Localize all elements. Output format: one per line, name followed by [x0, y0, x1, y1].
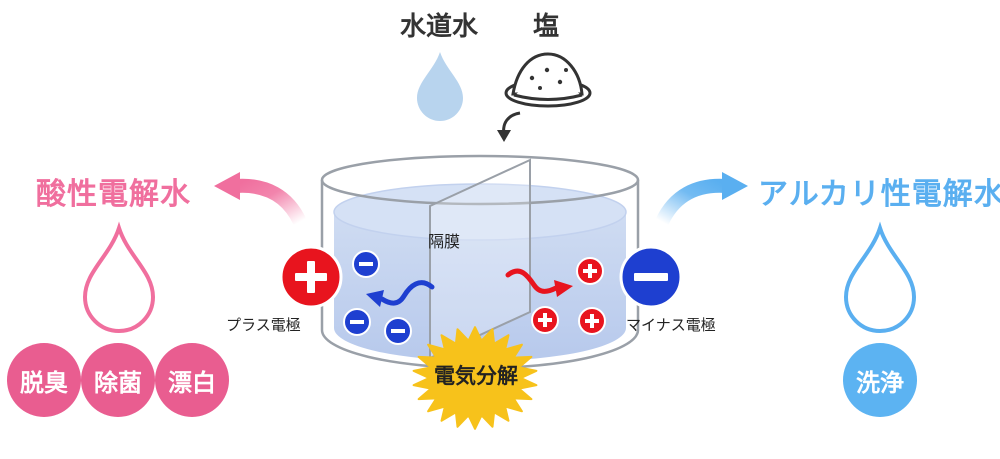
bleach-badge: 漂白 — [155, 343, 229, 417]
bleach-label: 漂白 — [168, 368, 216, 397]
sterilize-label: 除菌 — [94, 368, 142, 397]
electrolysis-burst — [412, 326, 538, 430]
wash-badge: 洗浄 — [843, 343, 917, 417]
alkaline-water-title: アルカリ性電解水 — [758, 177, 1000, 212]
plus-electrode-label: プラス電極 — [226, 316, 301, 334]
sterilize-badge: 除菌 — [81, 343, 155, 417]
acidic-output-arrow — [214, 172, 307, 226]
plus-electrode — [279, 245, 343, 309]
minus-electrode-label: マイナス電極 — [626, 316, 716, 334]
acidic-water-title: 酸性電解水 — [36, 177, 191, 212]
ions — [343, 250, 606, 345]
anion-flow-arrow — [366, 280, 435, 307]
cation-flow-arrow — [505, 268, 573, 297]
deodorize-label: 脱臭 — [20, 368, 68, 397]
minus-electrode — [619, 245, 683, 309]
wash-label: 洗浄 — [856, 368, 904, 397]
membrane-panel — [429, 158, 531, 360]
membrane-label: 隔膜 — [428, 232, 461, 251]
alkaline-water-drop-icon — [843, 221, 917, 333]
salt-icon — [504, 52, 592, 108]
pour-arrow — [497, 111, 521, 142]
tap-water-label: 水道水 — [400, 12, 479, 42]
electrolysis-label: 電気分解 — [434, 364, 518, 388]
alkaline-output-arrow — [655, 172, 748, 226]
salt-label: 塩 — [533, 12, 560, 42]
deodorize-badge: 脱臭 — [7, 343, 81, 417]
water-drop-icon — [417, 52, 463, 121]
acidic-water-drop-icon — [82, 221, 156, 333]
